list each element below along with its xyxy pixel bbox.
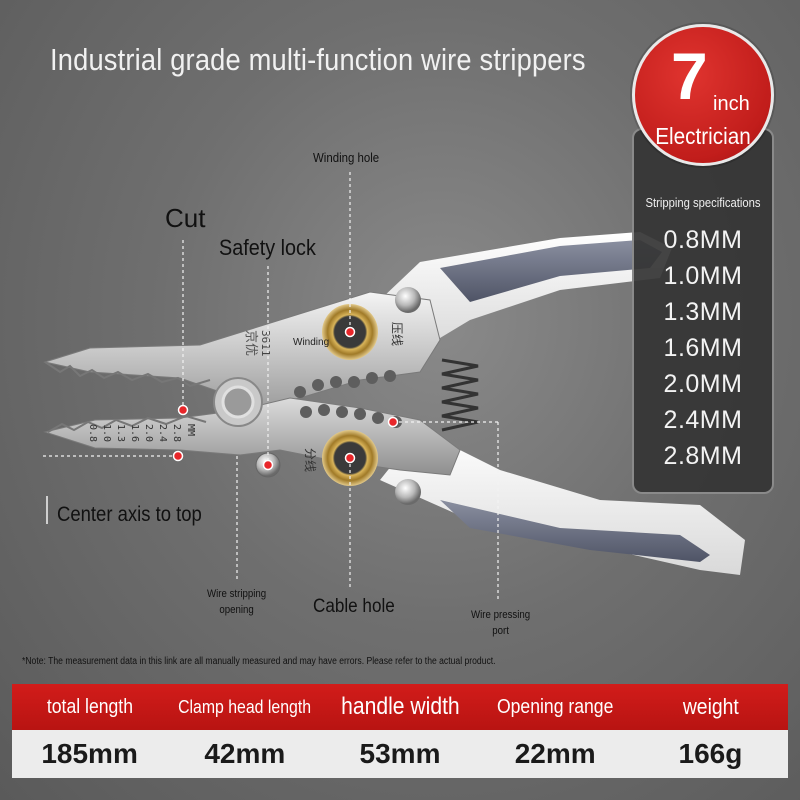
table-header-cell: Opening range — [496, 695, 614, 718]
table-cell: 42mm — [204, 738, 286, 769]
gauge-marks: 0.8 1.0 1.3 1.6 2.0 2.4 2.8 MM — [87, 424, 196, 442]
callout-cable-hole: Cable hole — [313, 596, 395, 617]
upper-bolt — [395, 287, 421, 313]
size-badge: 7 inch Electrician — [632, 24, 774, 166]
svg-text:2.8: 2.8 — [171, 424, 182, 442]
table-cell: 53mm — [359, 738, 441, 769]
spec-item: 1.3MM — [663, 298, 743, 326]
lower-bolt — [395, 479, 421, 505]
svg-text:2.0: 2.0 — [143, 424, 154, 442]
callout-dots — [172, 326, 399, 471]
table-header-cell: Clamp head length — [178, 696, 312, 717]
callout-wire-stripping-line2: opening — [219, 604, 254, 616]
spec-item: 1.0MM — [663, 262, 743, 290]
badge-word: Electrician — [655, 123, 751, 149]
callout-cut: Cut — [165, 203, 206, 233]
callout-wire-pressing-line1: Wire pressing — [471, 609, 531, 621]
stripping-spec-panel: Stripping specifications 0.8MM 1.0MM 1.3… — [632, 128, 774, 494]
badge-number: 7 — [671, 39, 708, 113]
callout-wire-pressing: Wire pressing port — [471, 607, 530, 639]
spec-item: 1.6MM — [663, 334, 743, 362]
callout-winding-hole: Winding hole — [313, 150, 380, 165]
spec-item: 2.0MM — [663, 370, 743, 398]
svg-text:0.8: 0.8 — [87, 424, 98, 442]
svg-text:MM: MM — [185, 424, 196, 436]
spec-item: 0.8MM — [663, 226, 743, 254]
dimension-table: total length Clamp head length handle wi… — [12, 684, 788, 778]
table-row: 185mm 42mm 53mm 22mm 166g — [12, 730, 788, 778]
svg-text:1.6: 1.6 — [129, 424, 140, 442]
spec-list: 0.8MM 1.0MM 1.3MM 1.6MM 2.0MM 2.4MM 2.8M… — [634, 222, 772, 474]
callout-safety-lock: Safety lock — [219, 235, 316, 260]
spring — [441, 358, 479, 432]
spec-panel-heading: Stripping specifications — [645, 196, 761, 210]
svg-text:2.4: 2.4 — [157, 424, 168, 442]
svg-text:1.0: 1.0 — [101, 424, 112, 442]
table-header-row: total length Clamp head length handle wi… — [12, 684, 788, 730]
svg-text:1.3: 1.3 — [115, 424, 126, 442]
lower-grip — [440, 500, 710, 562]
leader-lines — [40, 172, 499, 600]
table-cell: 22mm — [514, 738, 596, 769]
model-marking: 3611 — [259, 330, 272, 357]
press-marking: 压线 — [390, 322, 404, 346]
spec-item: 2.8MM — [663, 442, 743, 470]
divide-marking: 分线 — [303, 448, 317, 472]
table-header-cell: total length — [46, 695, 133, 718]
spec-item: 2.4MM — [663, 406, 743, 434]
badge-unit: inch — [713, 93, 750, 115]
callout-wire-stripping: Wire stripping opening — [207, 586, 266, 618]
brand-marking: 京优 — [243, 330, 258, 356]
table-header-cell: weight — [682, 694, 739, 719]
callout-center-axis: Center axis to top — [57, 503, 202, 526]
upper-grip — [440, 240, 662, 302]
callout-wire-pressing-line2: port — [492, 625, 509, 637]
page-title: Industrial grade multi-function wire str… — [50, 42, 586, 77]
callout-wire-stripping-line1: Wire stripping — [207, 588, 267, 600]
measurement-note: *Note: The measurement data in this link… — [22, 656, 496, 667]
winding-marking: Winding — [293, 337, 329, 348]
table-header-cell: handle width — [340, 693, 460, 720]
table-cell: 166g — [678, 738, 743, 769]
table-cell: 185mm — [41, 738, 138, 769]
